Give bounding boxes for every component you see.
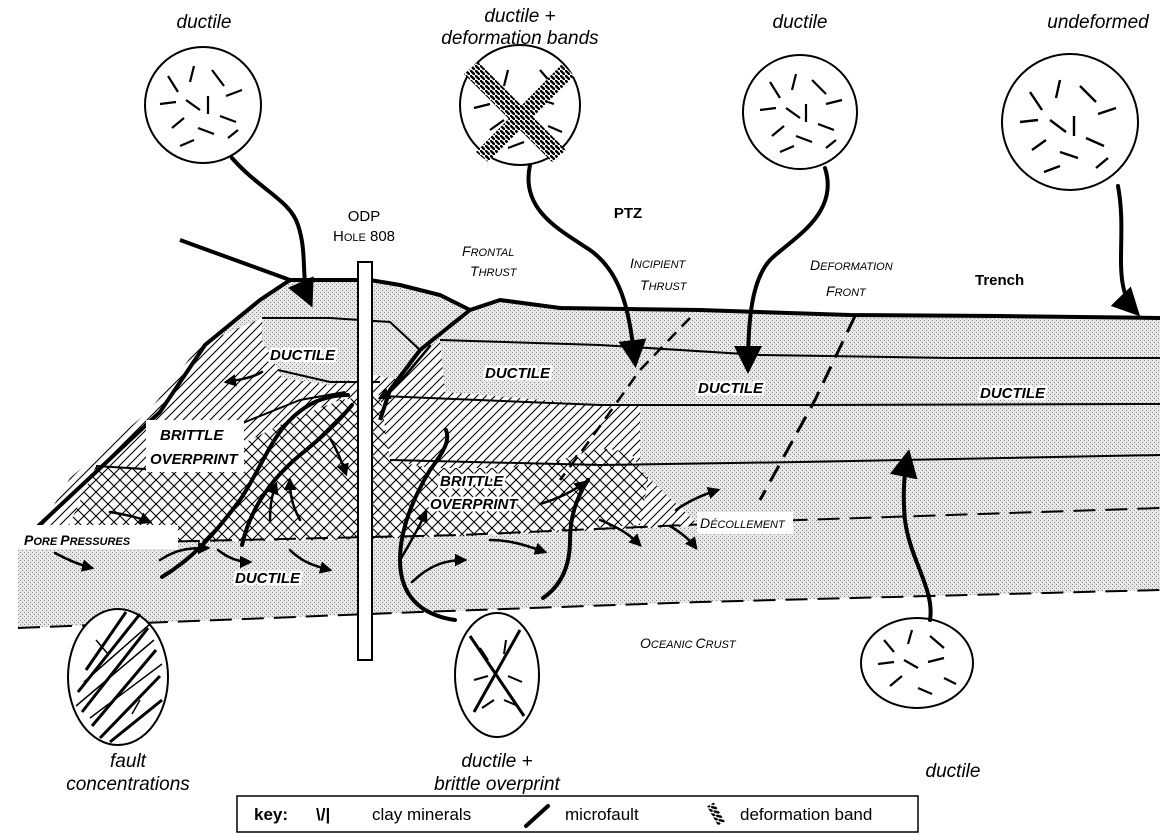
svg-text:clay minerals: clay minerals [372, 805, 471, 824]
sample-top-middle-bands [460, 45, 580, 165]
svg-text:DUCTILE: DUCTILE [698, 380, 764, 397]
svg-text:DUCTILE: DUCTILE [980, 385, 1046, 402]
odp-label-1: ODP [348, 208, 381, 225]
sample-top-left-clay [145, 47, 261, 163]
pore-pressures-label: PORE PRESSURES [16, 525, 178, 549]
label-bottom-left-1: fault [110, 751, 147, 772]
sample-top-right-clay [1002, 54, 1138, 190]
sample-bottom-middle-brittle [455, 613, 539, 737]
zone-brittle-left: BRITTLE OVERPRINT [146, 420, 244, 472]
deformation-front-1: DEFORMATION [810, 257, 893, 273]
oceanic-crust-label: OCEANIC CRUST [640, 635, 737, 651]
label-bottom-right: ductile [926, 761, 981, 782]
sample-bottom-left-faults [68, 609, 168, 745]
ptz-label: PTZ [614, 205, 642, 222]
svg-text:DUCTILE: DUCTILE [270, 347, 336, 364]
label-top-right-middle: ductile [773, 12, 828, 33]
label-bottom-middle-2: brittle overprint [434, 774, 560, 795]
odp-label-2: HOLE 808 [333, 228, 395, 245]
label-bottom-middle-1: ductile + [461, 751, 532, 772]
svg-text:key:: key: [254, 805, 288, 824]
incipient-thrust-2: THRUST [640, 277, 688, 293]
legend-key: key: \/| clay minerals microfault deform… [237, 796, 918, 832]
svg-text:DUCTILE: DUCTILE [235, 570, 301, 587]
svg-text:DUCTILE: DUCTILE [485, 365, 551, 382]
label-top-right: undeformed [1047, 12, 1150, 33]
trench-label: Trench [975, 272, 1024, 289]
label-bottom-left-2: concentrations [66, 774, 190, 795]
label-top-middle-1: ductile + [484, 6, 555, 27]
frontal-thrust-2: THRUST [470, 263, 518, 279]
odp-borehole [358, 262, 372, 660]
incipient-thrust-1: INCIPIENT [630, 255, 687, 271]
svg-text:deformation band: deformation band [740, 805, 872, 824]
frontal-thrust-1: FRONTAL [462, 243, 514, 259]
decollement-label: DÉCOLLEMENT [697, 512, 793, 534]
clay-minerals-icon: \/| [316, 805, 330, 824]
svg-text:BRITTLE: BRITTLE [440, 473, 504, 490]
sample-bottom-right-clay [861, 618, 973, 708]
svg-text:microfault: microfault [565, 805, 639, 824]
svg-text:OVERPRINT: OVERPRINT [150, 451, 239, 468]
deformation-front-2: FRONT [826, 283, 867, 299]
sample-top-right-middle-clay [743, 55, 857, 169]
label-top-left: ductile [177, 12, 232, 33]
svg-text:OVERPRINT: OVERPRINT [430, 496, 519, 513]
label-top-middle-2: deformation bands [441, 28, 599, 49]
svg-text:BRITTLE: BRITTLE [160, 427, 224, 444]
